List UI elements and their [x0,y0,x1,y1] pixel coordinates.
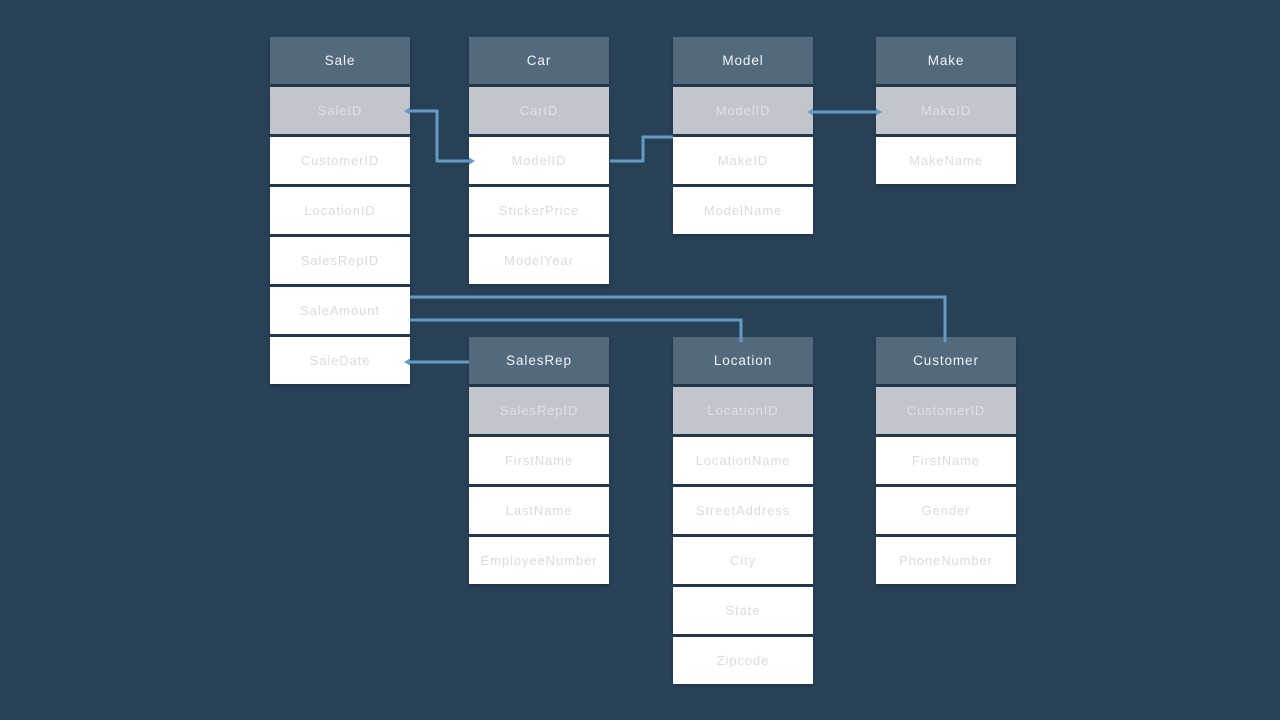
table-title: Customer [876,337,1016,384]
primary-key-row: LocationID [673,387,813,434]
field-row: ModelYear [469,237,609,284]
field-row: ModelName [673,187,813,234]
field-row: StreetAddress [673,487,813,534]
field-row: StickerPrice [469,187,609,234]
field-row: Gender [876,487,1016,534]
field-row: City [673,537,813,584]
field-row: EmployeeNumber [469,537,609,584]
field-row: MakeName [876,137,1016,184]
field-row: SaleDate [270,337,410,384]
primary-key-row: MakeID [876,87,1016,134]
primary-key-row: CustomerID [876,387,1016,434]
primary-key-row: CarID [469,87,609,134]
field-row: SalesRepID [270,237,410,284]
field-row: ModelID [469,137,609,184]
table-title: Model [673,37,813,84]
field-row: SaleAmount [270,287,410,334]
field-row: State [673,587,813,634]
field-row: FirstName [469,437,609,484]
primary-key-row: SalesRepID [469,387,609,434]
field-row: LocationName [673,437,813,484]
field-row: Zipcode [673,637,813,684]
field-row: PhoneNumber [876,537,1016,584]
primary-key-row: ModelID [673,87,813,134]
field-row: FirstName [876,437,1016,484]
table-title: Location [673,337,813,384]
table-title: Sale [270,37,410,84]
field-row: CustomerID [270,137,410,184]
table-title: SalesRep [469,337,609,384]
primary-key-row: SaleID [270,87,410,134]
field-row: MakeID [673,137,813,184]
table-title: Car [469,37,609,84]
field-row: LocationID [270,187,410,234]
field-row: LastName [469,487,609,534]
table-title: Make [876,37,1016,84]
